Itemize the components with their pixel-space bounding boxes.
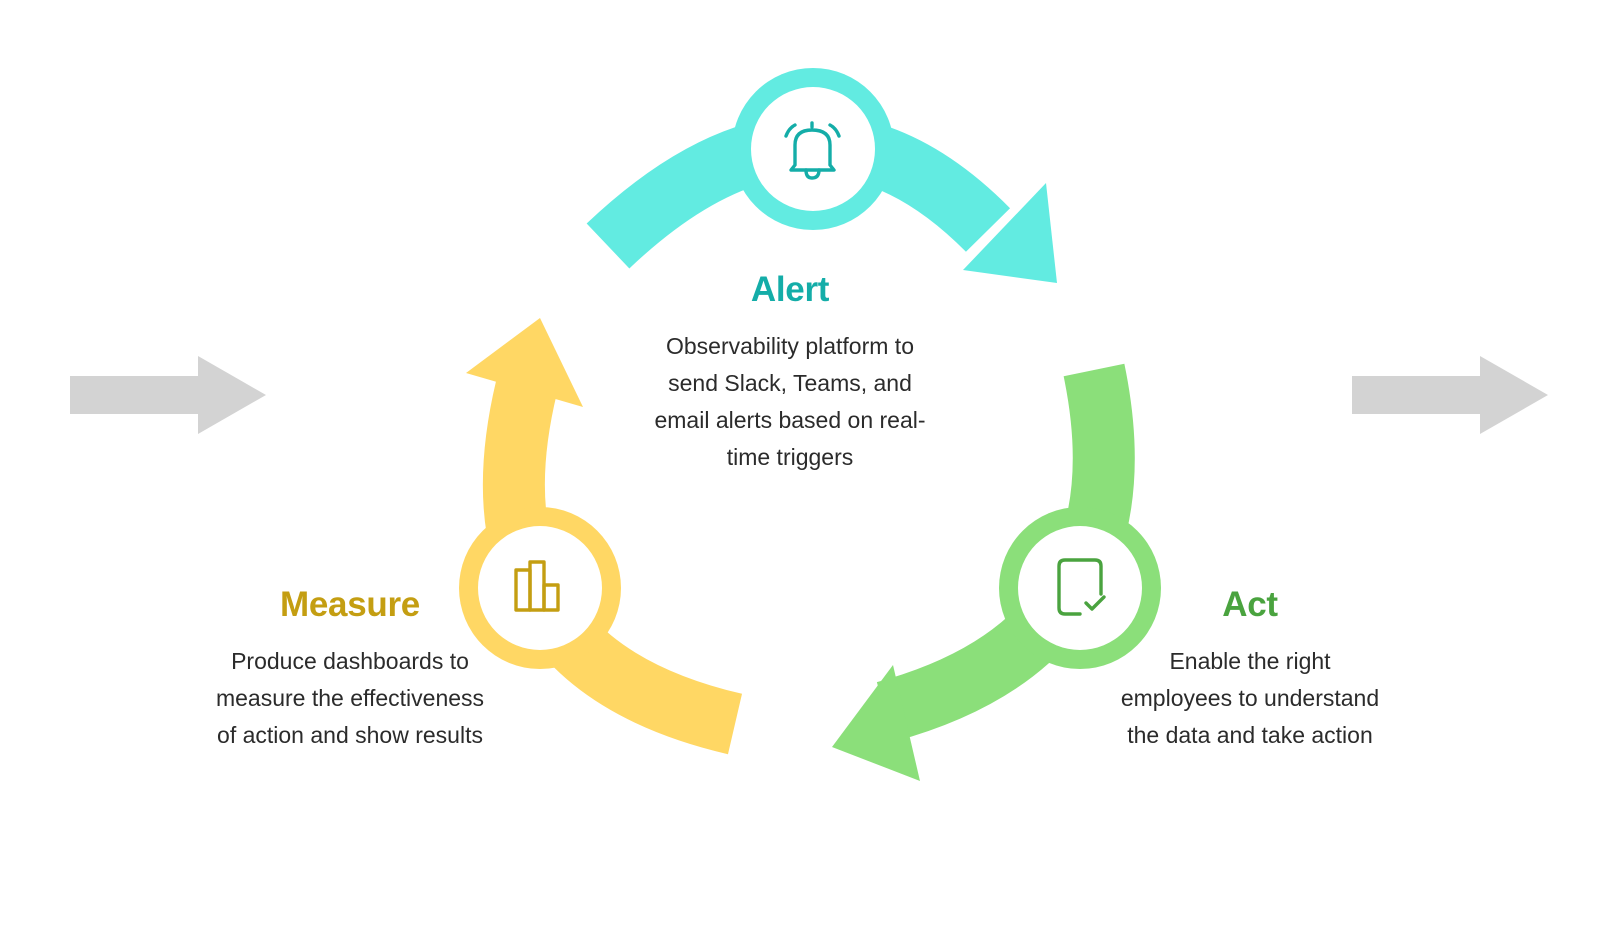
measure-description-line: Produce dashboards to <box>231 648 469 674</box>
alert-stage: Alert Observability platform to send Sla… <box>620 270 960 476</box>
measure-stage: Measure Produce dashboards to measure th… <box>170 585 530 754</box>
bar-chart-icon <box>514 560 560 612</box>
measure-description-line: measure the effectiveness <box>215 685 485 711</box>
act-description-line: Enable the right <box>1169 648 1331 674</box>
measure-description: Produce dashboards to measure the effect… <box>170 643 530 754</box>
checkbox-icon <box>1057 558 1106 616</box>
alert-description-line: Observability platform to <box>666 333 914 359</box>
alert-description-line: send Slack, Teams, and <box>668 370 912 396</box>
act-description-line: the data and take action <box>1127 722 1373 748</box>
act-description-line: employees to understand <box>1120 685 1380 711</box>
act-stage: Act Enable the right employees to unders… <box>1080 585 1420 754</box>
measure-node <box>459 507 621 669</box>
measure-title: Measure <box>280 585 420 624</box>
alert-description-line: time triggers <box>726 444 854 470</box>
alert-title: Alert <box>750 270 830 309</box>
alert-description: Observability platform to send Slack, Te… <box>620 328 960 476</box>
measure-description-line: of action and show results <box>217 722 483 748</box>
alert-description-line: email alerts based on real- <box>654 407 926 433</box>
input-flow-arrow <box>70 356 266 434</box>
output-flow-arrow <box>1352 356 1548 434</box>
act-node <box>999 507 1161 669</box>
act-description: Enable the right employees to understand… <box>1080 643 1420 754</box>
act-title: Act <box>1222 585 1278 624</box>
bell-icon <box>784 121 841 180</box>
alert-node <box>732 68 894 230</box>
